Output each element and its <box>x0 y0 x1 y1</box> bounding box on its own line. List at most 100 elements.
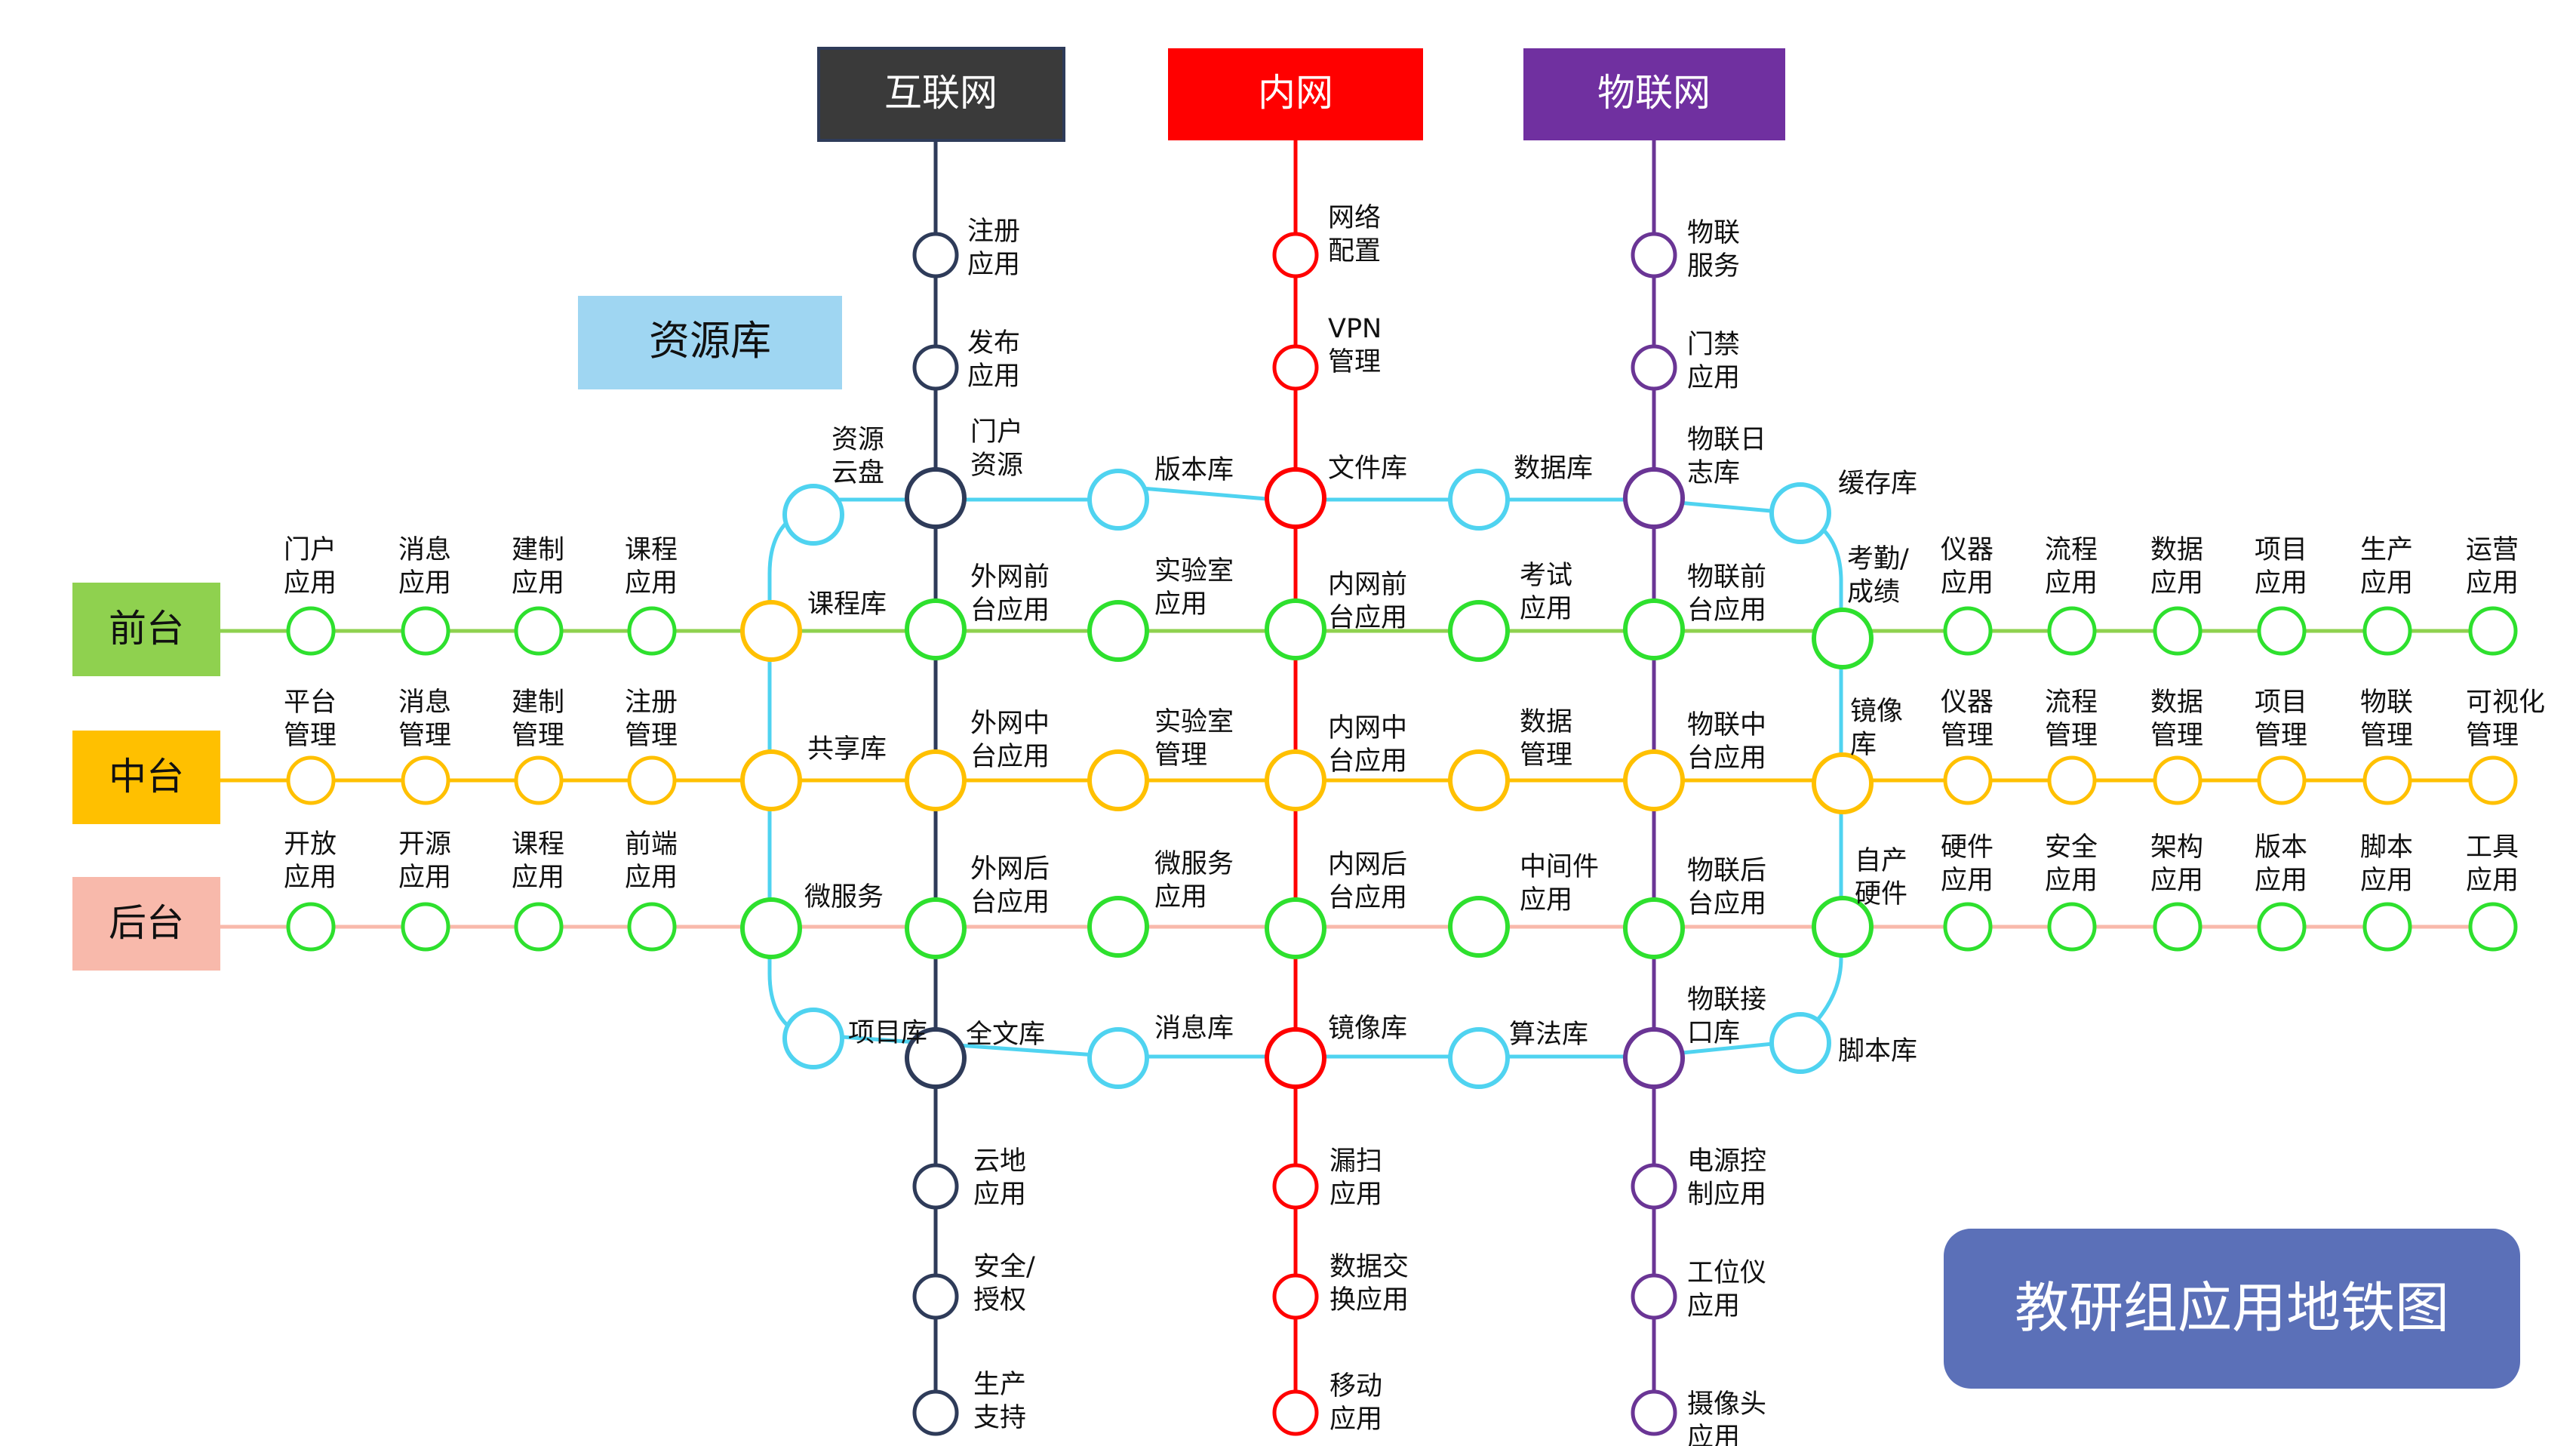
back-left-3-label: 前端应用 <box>625 829 678 893</box>
leakscan-label: 漏扫应用 <box>1329 1146 1382 1210</box>
middle-right-0-station <box>1943 755 1993 805</box>
middle-right-3-label: 项目管理 <box>2255 688 2307 751</box>
production-label: 生产支持 <box>973 1370 1026 1433</box>
station-meter-station <box>1631 1273 1677 1320</box>
middle-right-2-label: 数据管理 <box>2150 688 2203 751</box>
middle-left-0-label: 平台管理 <box>284 688 337 751</box>
front-left-2-label: 建制应用 <box>512 535 564 598</box>
middle-right-2-station <box>2153 755 2203 805</box>
internet-box <box>817 47 1065 142</box>
middle-left-3-station <box>627 755 677 805</box>
back-row-label: 后台 <box>109 901 184 945</box>
int-back-label: 内网后台应用 <box>1328 850 1407 913</box>
intranet-box <box>1168 48 1423 140</box>
middle-left-2-station <box>514 755 564 805</box>
iot-box-label: 物联网 <box>1597 71 1711 115</box>
cloud-disk-station <box>782 484 844 546</box>
power-station <box>1631 1163 1677 1210</box>
back-right-3-station <box>2257 902 2307 952</box>
iot-port-station <box>1623 1027 1685 1089</box>
algorithm-lib-station <box>1448 1027 1510 1089</box>
publish-station <box>912 344 959 391</box>
message-lib-station <box>1087 1027 1149 1089</box>
resource-box-label: 资源库 <box>649 317 771 365</box>
iot-log-label: 物联日志库 <box>1687 425 1766 488</box>
project-lib-station <box>782 1008 844 1069</box>
front-left-0-label: 门户应用 <box>284 535 337 598</box>
middle-right-4-station <box>2362 755 2412 805</box>
intranet-box-label: 内网 <box>1258 71 1333 115</box>
front-lab-station <box>1087 600 1149 662</box>
middle-lab-station <box>1087 749 1149 811</box>
front-left-2-station <box>514 606 564 656</box>
middle-right-1-label: 流程管理 <box>2045 688 2098 751</box>
middle-row-box <box>72 731 220 824</box>
leakscan-station <box>1272 1163 1319 1210</box>
middle-right-5-station <box>2468 755 2518 805</box>
internet-box-label: 互联网 <box>884 71 998 115</box>
back-right-0-label: 硬件应用 <box>1941 832 1993 896</box>
iot-box <box>1523 48 1785 140</box>
network-station <box>1272 232 1319 278</box>
back-right-1-label: 安全应用 <box>2045 832 2098 896</box>
register-label: 注册应用 <box>967 217 1020 280</box>
front-right-5-label: 运营应用 <box>2466 535 2519 598</box>
fulltext-station <box>905 1027 967 1089</box>
iot-log-station <box>1623 467 1685 529</box>
front-exam-station <box>1448 600 1510 662</box>
iot-back-label: 物联后台应用 <box>1687 856 1766 919</box>
middle-left-0-station <box>286 755 336 805</box>
front-right-3-label: 项目应用 <box>2255 535 2307 598</box>
middle-right-0-label: 仪器管理 <box>1941 688 1993 751</box>
iot-port-label: 物联接口库 <box>1687 985 1766 1048</box>
ext-back-station <box>905 897 967 959</box>
portal-station <box>905 467 967 529</box>
microservice-station <box>740 897 802 959</box>
back-left-0-label: 开放应用 <box>284 829 337 893</box>
middle-lab-label: 实验室管理 <box>1154 707 1234 771</box>
middle-left-3-label: 注册管理 <box>625 688 678 751</box>
camera-label: 摄像头应用 <box>1687 1389 1766 1446</box>
shared-lib-station <box>740 749 802 811</box>
middle-row-label: 中台 <box>109 755 184 798</box>
project-lib-label: 项目库 <box>848 1018 927 1048</box>
filelib-station <box>1265 467 1326 529</box>
middle-data-label: 数据管理 <box>1520 707 1572 771</box>
own-hardware-label: 自产硬件 <box>1855 846 1907 909</box>
data-lib-label: 数据库 <box>1514 454 1593 484</box>
middle-right-1-station <box>2047 755 2097 805</box>
iot-middle-label: 物联中台应用 <box>1687 710 1766 774</box>
int-front-label: 内网前台应用 <box>1328 570 1407 633</box>
front-exam-label: 考试应用 <box>1520 561 1572 624</box>
back-row-box <box>72 877 220 971</box>
front-right-3-station <box>2257 606 2307 656</box>
back-right-2-label: 架构应用 <box>2150 832 2203 896</box>
ext-back-label: 外网后台应用 <box>970 854 1050 918</box>
back-left-3-station <box>627 902 677 952</box>
door-station <box>1631 344 1677 391</box>
back-left-1-station <box>401 902 450 952</box>
int-back-station <box>1265 897 1326 959</box>
ext-front-label: 外网前台应用 <box>970 562 1050 626</box>
attendance-label: 考勤/成绩 <box>1847 544 1909 608</box>
network-label: 网络配置 <box>1328 203 1381 266</box>
back-left-2-label: 课程应用 <box>512 829 564 893</box>
iot-front-station <box>1623 598 1685 660</box>
stations-layer: 注册应用发布应用门户资源外网前台应用外网中台应用外网后台应用全文库云地应用安全/… <box>284 203 2545 1446</box>
own-hardware-station <box>1812 896 1874 958</box>
course-lib-label: 课程库 <box>807 589 887 620</box>
middle-left-1-station <box>401 755 450 805</box>
image-lib-station <box>1812 752 1874 814</box>
portal-label: 门户资源 <box>970 417 1023 481</box>
front-left-1-station <box>401 606 450 656</box>
mobile-station <box>1272 1389 1319 1436</box>
ext-middle-station <box>905 749 967 811</box>
middle-left-2-label: 建制管理 <box>512 688 564 751</box>
map-title: 教研组应用地铁图 <box>2015 1276 2449 1340</box>
int-front-station <box>1265 598 1326 660</box>
back-left-1-label: 开源应用 <box>398 829 451 893</box>
cache-lib-label: 缓存库 <box>1838 469 1917 499</box>
title-box <box>1944 1229 2520 1389</box>
power-label: 电源控制应用 <box>1687 1146 1766 1210</box>
back-right-5-station <box>2468 902 2518 952</box>
